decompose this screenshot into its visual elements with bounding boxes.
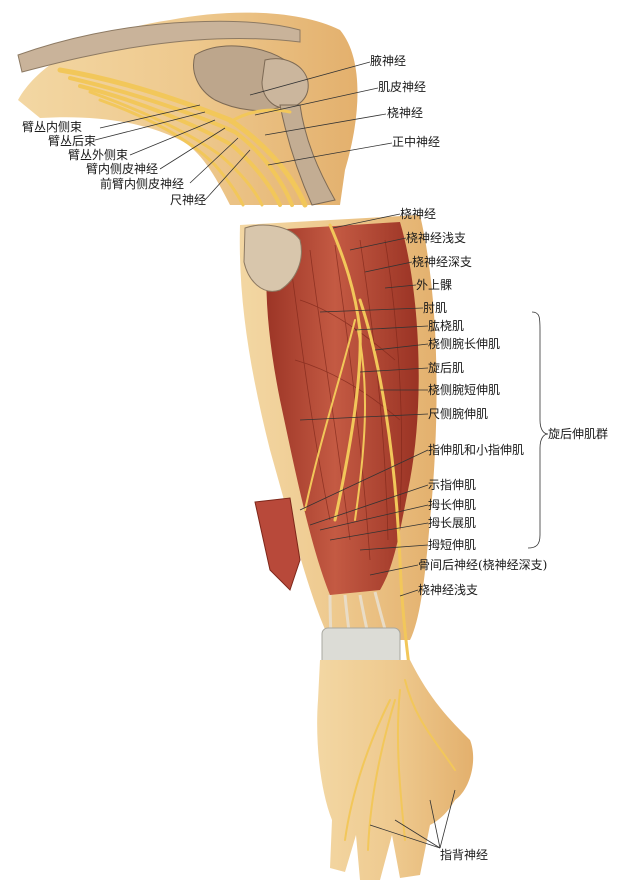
label-radial-nerve-upper: 桡神经 [387, 106, 424, 120]
label-supinator-extensor-group: 旋后伸肌群 [548, 427, 609, 441]
label-radial-superficial-branch: 桡神经浅支 [406, 231, 467, 245]
label-anconeus: 肘肌 [423, 301, 448, 315]
upper-arm [17, 12, 358, 208]
hand-nerves [344, 679, 456, 851]
hand-skin [317, 660, 474, 880]
label-musculocutaneous-nerve: 肌皮神经 [378, 80, 427, 94]
label-epl: 拇长伸肌 [428, 498, 477, 512]
label-radial-nerve-forearm: 桡神经 [400, 207, 437, 221]
humerus-head [261, 58, 309, 109]
label-radial-superficial-branch-wrist: 桡神经浅支 [418, 583, 479, 597]
hand [317, 660, 474, 880]
label-apl: 拇长展肌 [428, 516, 477, 530]
elbow-bone [243, 224, 302, 292]
label-axillary-nerve: 腋神经 [370, 54, 407, 68]
label-medial-brachial-cutaneous-nerve: 臂内侧皮神经 [86, 162, 159, 176]
label-ecrb: 桡侧腕短伸肌 [428, 383, 501, 397]
label-edc-edm: 指伸肌和小指伸肌 [428, 443, 525, 457]
label-ecrl: 桡侧腕长伸肌 [428, 337, 501, 351]
label-medial-cord: 臂丛内侧束 [22, 120, 83, 134]
label-lateral-epicondyle: 外上髁 [416, 278, 453, 292]
label-brachioradialis: 肱桡肌 [428, 319, 465, 333]
clavicle [17, 20, 301, 73]
label-posterior-cord: 臂丛后束 [48, 134, 97, 148]
label-posterior-interosseous-nerve: 骨间后神经(桡神经深支) [418, 558, 548, 572]
label-epb: 拇短伸肌 [428, 538, 477, 552]
label-radial-deep-branch: 桡神经深支 [412, 255, 473, 269]
label-lateral-cord: 臂丛外侧束 [68, 148, 129, 162]
label-ecu: 尺侧腕伸肌 [428, 407, 489, 421]
label-ulnar-nerve: 尺神经 [170, 193, 207, 207]
label-medial-antebrachial-cutaneous-nerve: 前臂内侧皮神经 [100, 177, 185, 191]
label-supinator: 旋后肌 [428, 361, 465, 375]
muscle-striations [289, 239, 403, 561]
label-median-nerve: 正中神经 [392, 135, 441, 149]
plexus-nerves [57, 67, 308, 208]
reflected-muscle-flap [254, 497, 301, 591]
leader-lines [94, 61, 549, 849]
label-eip: 示指伸肌 [428, 478, 477, 492]
forearm [239, 215, 437, 791]
label-dorsal-digital-nerves: 指背神经 [440, 848, 489, 862]
forearm-muscles [266, 222, 419, 595]
